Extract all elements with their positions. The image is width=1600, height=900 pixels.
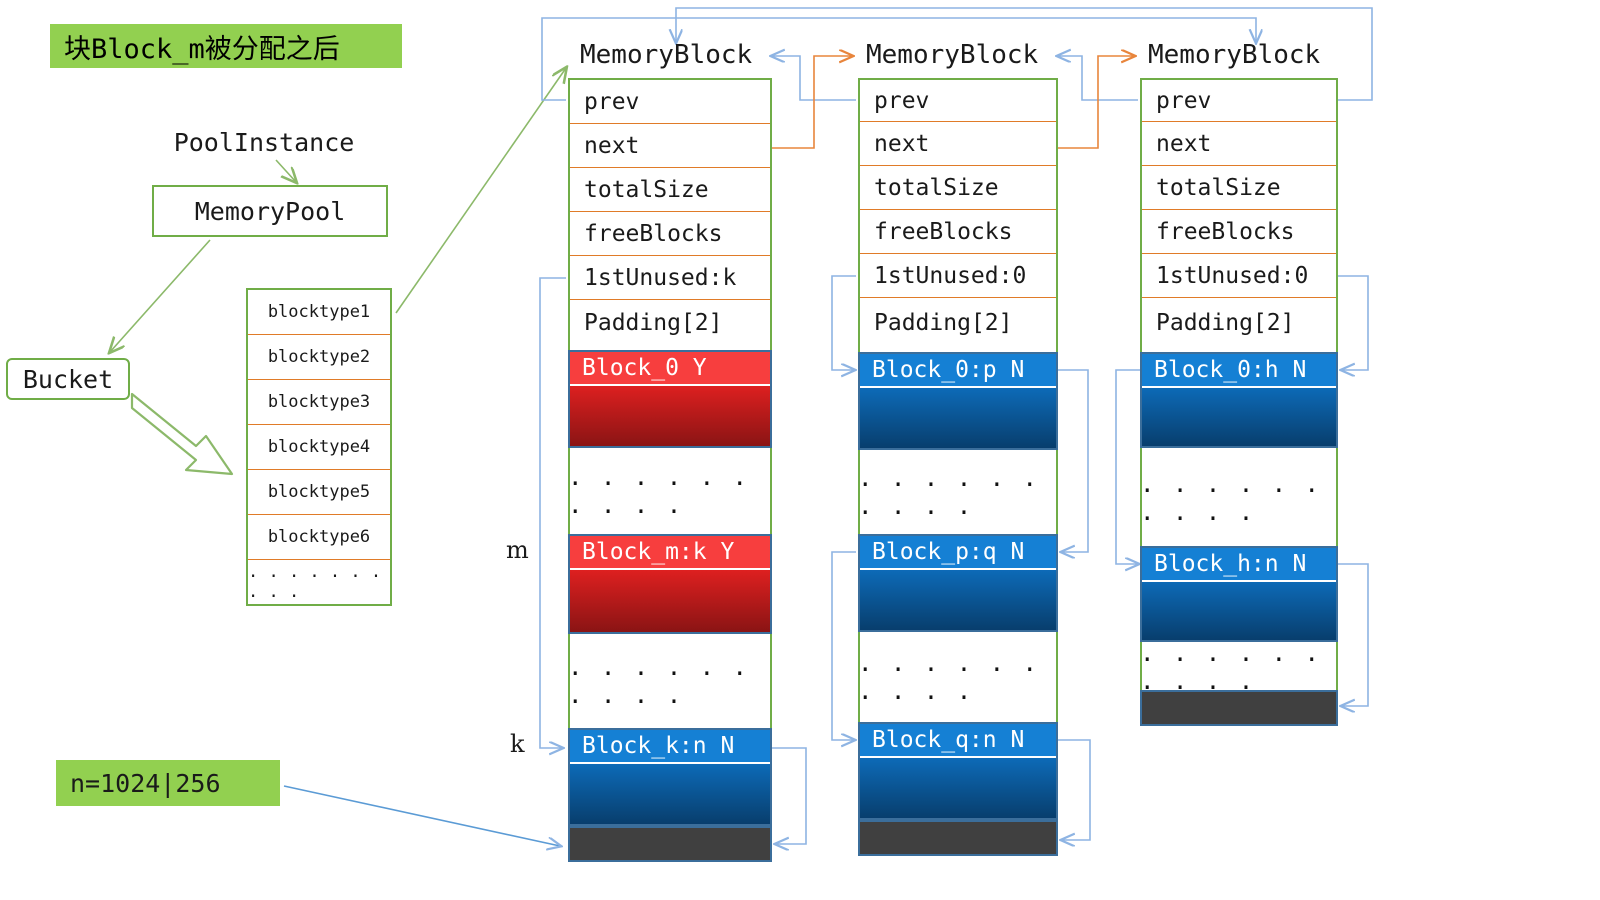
block-slot-label: Block_0:h N (1142, 354, 1336, 388)
block-slot-label: Block_0 Y (570, 352, 770, 386)
field-1stunused-1: 1stUnused:k (570, 256, 770, 300)
block-slot-free: Block_0:h N (1140, 352, 1338, 448)
block-slot-free: Block_0:p N (858, 352, 1058, 450)
field-freeblocks-3: freeBlocks (1142, 210, 1336, 254)
list-item: blocktype3 (248, 380, 390, 425)
page-title: 块Block_m被分配之后 (50, 24, 402, 68)
field-padding-2: Padding[2] (874, 310, 1013, 336)
n-value-label: n=1024|256 (56, 760, 280, 806)
field-1stunused-2: 1stUnused:0 (860, 254, 1056, 298)
list-item: blocktype1 (248, 290, 390, 335)
list-item: blocktype2 (248, 335, 390, 380)
block-slot-free: Block_h:n N (1140, 546, 1338, 642)
field-totalsize-3: totalSize (1142, 166, 1336, 210)
ellipsis-gap: . . . . . . . . . . (568, 653, 749, 709)
memoryblock-frame-1 (568, 78, 772, 856)
field-totalsize-2: totalSize (860, 166, 1056, 210)
block-slot-label: Block_q:n N (860, 724, 1056, 758)
field-next-3: next (1142, 122, 1336, 166)
memoryblock-title-2: MemoryBlock (866, 40, 1039, 70)
ellipsis-gap: . . . . . . . . . . (1140, 470, 1321, 526)
list-item: blocktype4 (248, 425, 390, 470)
block-slot-dark (1140, 690, 1338, 726)
block-slot-label: Block_h:n N (1142, 548, 1336, 582)
side-label-m: m (506, 536, 529, 564)
block-slot-free: Block_q:n N (858, 722, 1058, 820)
bucket-box: Bucket (6, 358, 130, 400)
field-freeblocks-2: freeBlocks (860, 210, 1056, 254)
side-label-k: k (510, 730, 525, 758)
list-item: blocktype5 (248, 470, 390, 515)
block-slot-used: Block_m:k Y (568, 534, 772, 634)
field-prev-2: prev (860, 80, 1056, 122)
list-item: . . . . . . . . . . (248, 562, 382, 602)
memoryblock-title-3: MemoryBlock (1148, 40, 1321, 70)
block-slot-label: Block_p:q N (860, 536, 1056, 570)
field-prev-1: prev (570, 80, 770, 124)
block-slot-label: Block_m:k Y (570, 536, 770, 570)
block-slot-free: Block_k:n N (568, 728, 772, 826)
block-slot-free: Block_p:q N (858, 534, 1058, 632)
field-next-1: next (570, 124, 770, 168)
blocktype-list: blocktype1 blocktype2 blocktype3 blockty… (246, 288, 392, 606)
memory-pool-box: MemoryPool (152, 185, 388, 237)
field-freeblocks-1: freeBlocks (570, 212, 770, 256)
field-padding-3: Padding[2] (1156, 310, 1295, 336)
ellipsis-gap: . . . . . . . . . . (1140, 639, 1321, 695)
memoryblock-title-1: MemoryBlock (580, 40, 753, 70)
field-padding-1: Padding[2] (584, 310, 723, 336)
pool-instance-label: PoolInstance (173, 127, 355, 157)
block-slot-label: Block_k:n N (570, 730, 770, 764)
list-item: blocktype6 (248, 515, 390, 560)
field-prev-3: prev (1142, 80, 1336, 122)
field-totalsize-1: totalSize (570, 168, 770, 212)
block-slot-label: Block_0:p N (860, 354, 1056, 388)
ellipsis-gap: . . . . . . . . . . (858, 649, 1039, 705)
ellipsis-gap: . . . . . . . . . . (568, 463, 749, 519)
field-next-2: next (860, 122, 1056, 166)
ellipsis-gap: . . . . . . . . . . (858, 464, 1039, 520)
block-slot-dark (568, 826, 772, 862)
block-slot-used: Block_0 Y (568, 350, 772, 448)
field-1stunused-3: 1stUnused:0 (1142, 254, 1336, 298)
block-slot-dark (858, 820, 1058, 856)
